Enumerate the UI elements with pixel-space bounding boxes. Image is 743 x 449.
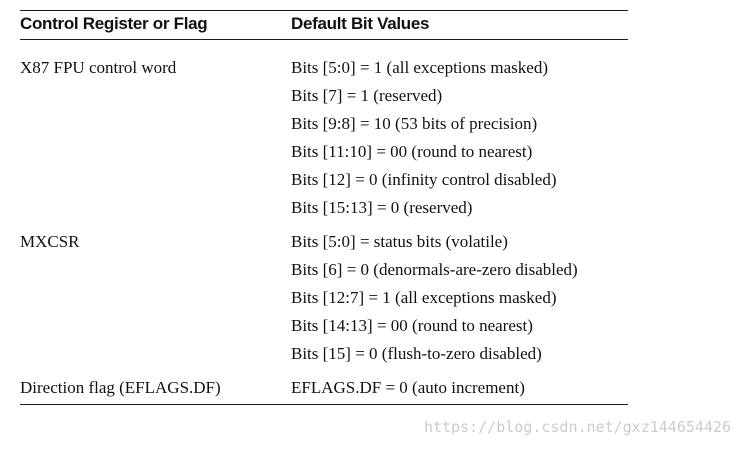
top-rule xyxy=(20,10,628,11)
value-line: Bits [5:0] = status bits (volatile) xyxy=(291,232,508,251)
header-register-column: Control Register or Flag xyxy=(20,14,208,33)
value-line: Bits [7] = 1 (reserved) xyxy=(291,86,443,105)
header-values-column: Default Bit Values xyxy=(291,14,430,33)
table-body: X87 FPU control word Bits [5:0] = 1 (all… xyxy=(20,40,628,404)
value-line: Bits [12:7] = 1 (all exceptions masked) xyxy=(291,288,557,307)
watermark: https://blog.csdn.net/gxz144654426 xyxy=(423,418,731,436)
value-line: Bits [11:10] = 00 (round to nearest) xyxy=(291,142,533,161)
register-name: Direction flag (EFLAGS.DF) xyxy=(20,378,221,397)
value-line: EFLAGS.DF = 0 (auto increment) xyxy=(291,378,525,397)
value-line: Bits [14:13] = 00 (round to nearest) xyxy=(291,316,533,335)
value-line: Bits [5:0] = 1 (all exceptions masked) xyxy=(291,58,548,77)
value-line: Bits [15:13] = 0 (reserved) xyxy=(291,198,473,217)
register-name: X87 FPU control word xyxy=(20,58,177,77)
value-list: Bits [5:0] = 1 (all exceptions masked) B… xyxy=(291,54,557,222)
header-rule xyxy=(20,39,628,40)
value-line: Bits [6] = 0 (denormals-are-zero disable… xyxy=(291,260,578,279)
value-line: Bits [15] = 0 (flush-to-zero disabled) xyxy=(291,344,542,363)
value-line: Bits [12] = 0 (infinity control disabled… xyxy=(291,170,557,189)
value-list: EFLAGS.DF = 0 (auto increment) xyxy=(291,374,525,402)
value-line: Bits [9:8] = 10 (53 bits of precision) xyxy=(291,114,538,133)
table-header: Control Register or Flag Default Bit Val… xyxy=(20,11,628,39)
bottom-rule xyxy=(20,404,628,405)
value-list: Bits [5:0] = status bits (volatile) Bits… xyxy=(291,228,578,368)
register-name: MXCSR xyxy=(20,232,80,251)
defaults-table: Control Register or Flag Default Bit Val… xyxy=(20,10,628,405)
